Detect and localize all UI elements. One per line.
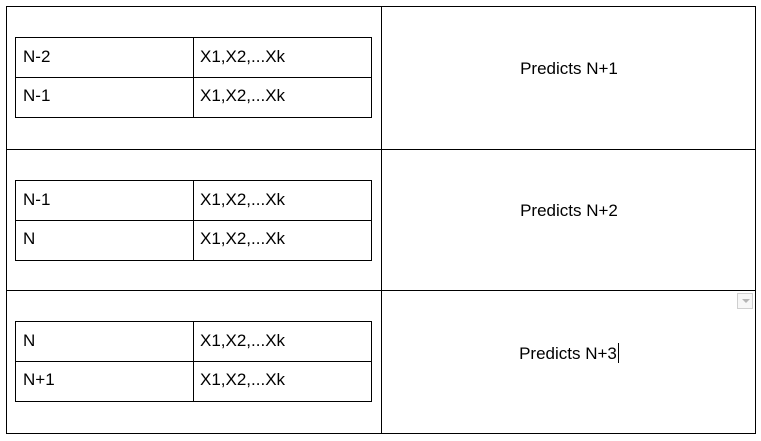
inner-cell-features[interactable]: X1,X2,...Xk — [193, 361, 372, 402]
prediction-text-2: Predicts N+2 — [520, 201, 618, 220]
inner-cell-label[interactable]: N-2 — [16, 38, 194, 78]
inner-cell-features[interactable]: X1,X2,...Xk — [193, 220, 372, 261]
prediction-text-3-label: Predicts N+3 — [519, 344, 617, 363]
inner-cell-label[interactable]: N-1 — [16, 77, 194, 118]
row-1-left-cell[interactable] — [6, 6, 382, 150]
inner-table-2: N-1 X1,X2,...Xk N X1,X2,...Xk — [15, 180, 372, 261]
prediction-text-3[interactable]: Predicts N+3 — [382, 343, 756, 364]
row-3-right-cell[interactable] — [381, 290, 756, 434]
row-1-right-cell[interactable] — [381, 6, 756, 150]
inner-cell-label[interactable]: N — [16, 322, 194, 362]
inner-table-1: N-2 X1,X2,...Xk N-1 X1,X2,...Xk — [15, 37, 372, 118]
inner-cell-features[interactable]: X1,X2,...Xk — [193, 181, 372, 221]
inner-cell-features[interactable]: X1,X2,...Xk — [193, 77, 372, 118]
inner-cell-features[interactable]: X1,X2,...Xk — [193, 322, 372, 362]
inner-cell-label[interactable]: N+1 — [16, 361, 194, 402]
prediction-text-1: Predicts N+1 — [520, 59, 618, 78]
chevron-down-icon[interactable] — [737, 293, 753, 309]
row-2-right-cell[interactable] — [381, 149, 756, 291]
row-3-left-cell[interactable] — [6, 290, 382, 434]
inner-cell-features[interactable]: X1,X2,...Xk — [193, 38, 372, 78]
inner-table-3: N X1,X2,...Xk N+1 X1,X2,...Xk — [15, 321, 372, 402]
text-cursor — [617, 343, 619, 363]
row-2-left-cell[interactable] — [6, 149, 382, 291]
inner-cell-label[interactable]: N — [16, 220, 194, 261]
inner-cell-label[interactable]: N-1 — [16, 181, 194, 221]
